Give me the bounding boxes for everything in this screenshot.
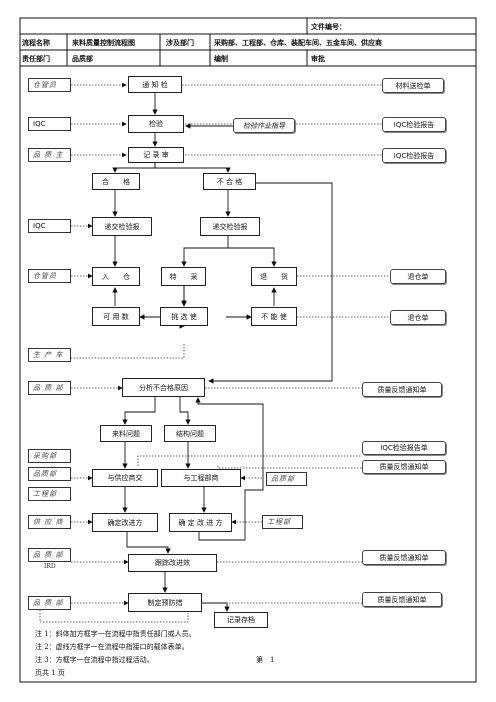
page-total: 页共 1 页 — [35, 669, 65, 677]
step-return: 退 货 — [251, 267, 297, 286]
step-stock-in: 入 仓 — [92, 267, 140, 286]
step-record: 记 录 审 — [128, 147, 184, 163]
step-track-effect: 跟踪改进效 — [128, 554, 217, 572]
note-3: 注 3：方框字一在流程中指过程活动。 — [35, 656, 154, 664]
page-number: 第 1 — [256, 656, 275, 664]
step-archive: 记录存档 — [214, 612, 268, 628]
step-unusable: 不 能 使 — [251, 307, 297, 326]
role-quality: 品质部 — [28, 467, 71, 481]
doc-receiving-note: 材料送检单 — [382, 78, 444, 93]
role-purchasing: 采购部 — [28, 449, 71, 463]
role-warehouse: 仓管员 — [28, 78, 71, 92]
step-usable: 可 用 数 — [92, 307, 140, 326]
doc-iqc-report: IQC检验报告 — [382, 117, 446, 132]
step-structure-issue: 结构问题 — [164, 425, 216, 442]
step-special-accept: 特 采 — [161, 267, 206, 286]
step-negotiate-supplier: 与供应商交 — [92, 469, 158, 487]
role-engineering: 工程部 — [262, 515, 303, 529]
step-fail: 不 合 格 — [203, 173, 256, 190]
owner: 品质部 — [72, 55, 93, 63]
doc-quality-feedback: 质量反馈通知单 — [362, 592, 442, 607]
process-name: 来料质量控制流程图 — [72, 39, 135, 47]
step-pass: 合 格 — [92, 173, 140, 190]
doc-quality-feedback: 质量反馈通知单 — [362, 550, 446, 565]
role-iqc: IQC — [28, 219, 71, 233]
role-quality: 品质部 — [266, 472, 307, 486]
process-name-label: 流程名称 — [22, 39, 50, 47]
step-sort: 挑 选 使 — [160, 307, 208, 326]
doc-sop: 检验作业指导 — [233, 118, 295, 133]
doc-no-label: 文件编号： — [311, 23, 346, 31]
step-prevention: 制定预防措 — [128, 593, 202, 612]
role-engineering: 工程部 — [28, 487, 71, 501]
role-iqc: IQC — [28, 117, 71, 131]
role-supplier: 供 应 商 — [28, 515, 71, 529]
doc-quality-feedback: 质量反馈通知单 — [362, 460, 446, 474]
doc-quality-feedback: 质量反馈通知单 — [362, 382, 442, 397]
step-analyze: 分析不合格原因 — [122, 378, 205, 397]
step-improvement-plan: 确定改进方 — [92, 513, 158, 532]
doc-return-note: 退仓单 — [390, 310, 446, 325]
role-production: 生 产 车 — [28, 348, 71, 362]
doc-iqc-report: IQC检验报告单 — [362, 441, 446, 455]
depts: 采购部、工程部、仓库、装配车间、五金车间、供应商 — [214, 39, 382, 47]
prepared-label: 编制 — [214, 55, 228, 63]
doc-return-note: 退仓单 — [390, 269, 446, 284]
role-warehouse: 仓管员 — [28, 269, 71, 283]
role-quality: 品 质 部 — [28, 596, 71, 610]
approved-label: 审批 — [311, 55, 325, 63]
doc-iqc-report: IQC检验报告 — [382, 148, 446, 163]
step-negotiate-engineering: 与工程部商 — [161, 469, 241, 487]
note-2: 注 2：虚线方框字一在流程中指接口的载体表单。 — [35, 643, 189, 651]
step-improvement-plan: 确 定 改 进 方 — [169, 513, 232, 532]
role-quality: 品 质 部 — [28, 381, 71, 395]
step-inspect: 检验 — [128, 115, 184, 133]
owner-label: 责任部门 — [22, 55, 50, 63]
step-material-issue: 来料问题 — [100, 425, 152, 442]
step-submit-report: 递交检验报 — [200, 217, 260, 236]
note-1: 注 1：斜体加方框字一在流程中指责任部门或人员。 — [35, 630, 196, 638]
role-quality: 品 质 部 — [28, 548, 71, 562]
role-qc-lead: 品 质 主 — [28, 148, 71, 162]
stray-label: IRD — [44, 563, 56, 570]
step-submit-report: 递交检验报 — [92, 217, 152, 236]
step-notify: 通 知 检 — [128, 76, 182, 93]
dept-label: 涉及部门 — [166, 39, 194, 47]
